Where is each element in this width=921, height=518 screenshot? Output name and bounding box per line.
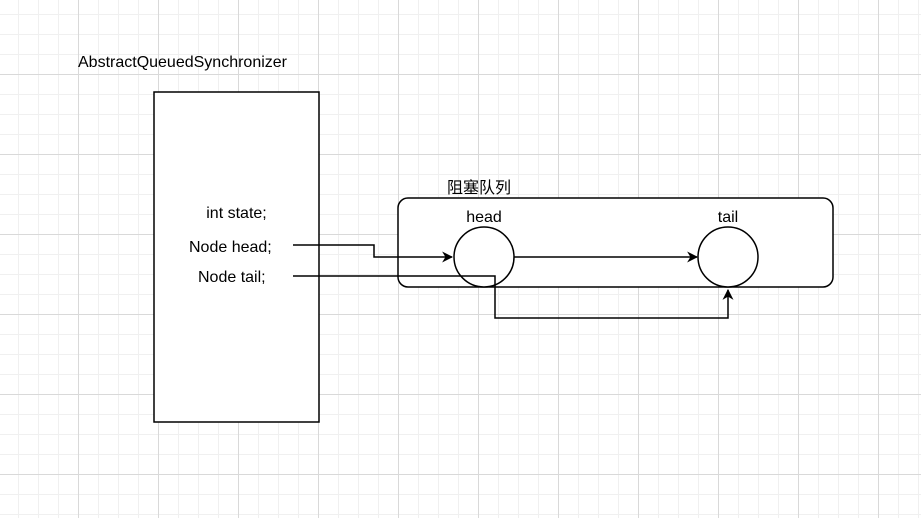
tail-pointer-arrow[interactable]: [293, 275, 734, 319]
head-node-label: head: [466, 209, 502, 226]
head-node-circle[interactable]: [453, 226, 515, 288]
queue-title: 阻塞队列: [447, 178, 512, 197]
head-pointer-arrow[interactable]: [293, 244, 454, 263]
class-title: AbstractQueuedSynchronizer: [78, 54, 287, 71]
field-tail: Node tail;: [198, 269, 266, 286]
aqs-class-box[interactable]: [153, 91, 320, 423]
tail-node-circle[interactable]: [697, 226, 759, 288]
field-head: Node head;: [189, 239, 272, 256]
tail-node-label: tail: [717, 209, 739, 226]
field-state: int state;: [206, 205, 267, 222]
